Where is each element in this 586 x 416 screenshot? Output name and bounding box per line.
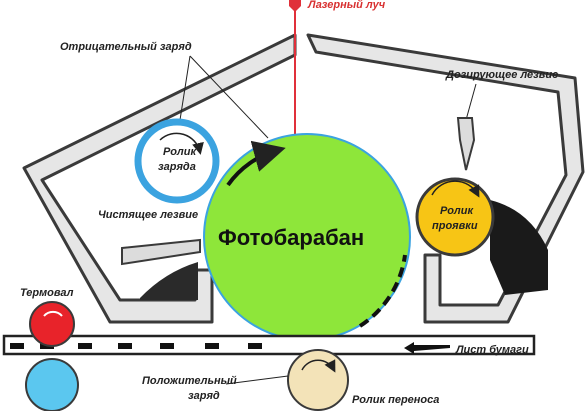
charge-roller	[134, 118, 220, 204]
cleaning-blade	[121, 238, 201, 266]
positive-charge-line1: Положительный	[142, 375, 237, 387]
positive-charge-label: Положительный заряд	[142, 375, 240, 402]
dosing-blade-label: Дозирующее лезвие	[445, 69, 558, 81]
developer-roller	[415, 177, 495, 257]
paper-path	[2, 334, 536, 356]
negative-charge-label: Отрицательный заряд	[60, 41, 192, 53]
laser-beam	[289, 0, 301, 136]
fuser-label: Термовал	[20, 287, 74, 299]
charge-roller-label: Ролик заряда	[158, 146, 199, 173]
drum-label: Фотобарабан	[218, 225, 364, 250]
negative-charge-pointers	[179, 55, 269, 139]
charge-roller-label-line2: заряда	[158, 161, 196, 173]
charge-roller-label-line1: Ролик	[163, 146, 197, 158]
dosing-blade	[456, 117, 476, 171]
positive-charge-pointer	[225, 375, 289, 385]
transfer-roller-label: Ролик переноса	[352, 394, 439, 406]
waste-toner	[140, 262, 198, 300]
developer-roller-label: Ролик проявки	[432, 205, 478, 232]
fuser-top-roller	[29, 301, 75, 347]
paper-sheet-label: Лист бумаги	[455, 344, 529, 356]
dosing-blade-pointer	[465, 83, 477, 121]
cleaning-blade-label: Чистящее лезвие	[98, 209, 198, 221]
transfer-roller	[287, 349, 349, 411]
developer-toner	[490, 200, 548, 295]
paper-direction-arrow	[404, 342, 450, 354]
right-housing	[306, 33, 585, 324]
fuser-bottom-roller	[25, 358, 79, 412]
laser-beam-label: Лазерный луч	[307, 0, 386, 11]
positive-charge-line2: заряд	[188, 390, 220, 402]
